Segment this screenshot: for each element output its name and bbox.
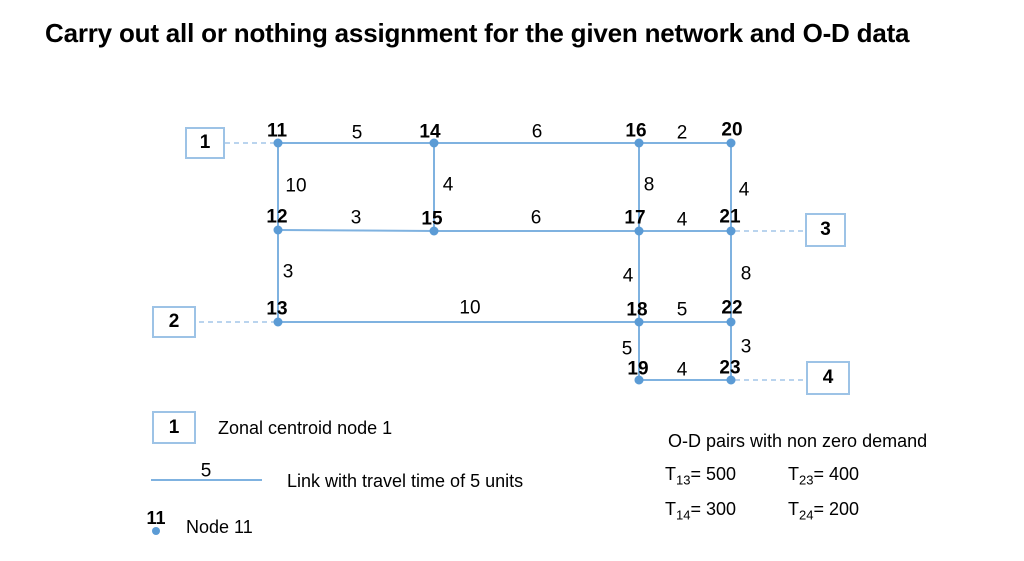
od-heading: O-D pairs with non zero demand [668,431,928,451]
link-time-12-13: 3 [282,261,294,283]
link-time-18-19: 5 [621,338,633,360]
link-time-12-15: 3 [350,207,362,229]
slide-title: Carry out all or nothing assignment for … [45,18,910,48]
od-pair-T23: T23= 400 [788,464,860,488]
legend-link-text: Link with travel time of 5 units [287,471,524,491]
link-time-22-23: 3 [740,336,752,358]
node-label-12: 12 [266,206,288,228]
node-label-13: 13 [266,298,288,320]
link-time-14-16: 6 [531,121,543,143]
link-time-13-18: 10 [459,297,481,319]
link-time-11-12: 10 [285,175,307,197]
link-time-15-17: 6 [530,207,542,229]
link-time-16-20: 2 [676,122,688,144]
node-label-18: 18 [626,299,648,321]
centroid-box-1: 1 [185,127,225,159]
node-label-21: 21 [719,206,741,228]
node-label-20: 20 [721,119,743,141]
node-label-11: 11 [266,120,288,142]
node-label-16: 16 [625,120,647,142]
link-time-17-18: 4 [622,265,634,287]
legend-link-time-label: 5 [200,460,212,482]
link-time-11-14: 5 [351,122,363,144]
legend-centroid-box-label: 1 [168,416,180,438]
legend-node-id-label: 11 [146,508,166,528]
od-pair-T14: T14= 300 [665,498,737,523]
centroid-box-2: 2 [152,306,196,338]
legend-node-text: Node 11 [186,517,253,537]
centroid-box-3: 3 [805,213,846,247]
legend-link-line [151,479,262,481]
node-label-15: 15 [421,208,443,230]
link-time-21-22: 8 [740,263,752,285]
node-label-17: 17 [624,207,646,229]
node-label-19: 19 [627,358,649,380]
link-time-17-21: 4 [676,209,688,231]
legend-centroid-box: 1 [152,411,196,444]
link-time-14-15: 4 [442,174,454,196]
node-label-23: 23 [719,357,741,379]
node-label-14: 14 [419,121,441,143]
centroid-box-4: 4 [806,361,850,395]
link-time-18-22: 5 [676,299,688,321]
od-pair-T13: T13= 500 [665,464,737,488]
link-time-16-17: 8 [643,174,655,196]
node-label-22: 22 [721,297,743,319]
link-time-20-21: 4 [738,179,750,201]
od-pair-T24: T24= 200 [788,498,860,523]
link-time-19-23: 4 [676,359,688,381]
legend-node-dot-icon [152,527,160,535]
legend-centroid-text: Zonal centroid node 1 [218,418,393,438]
